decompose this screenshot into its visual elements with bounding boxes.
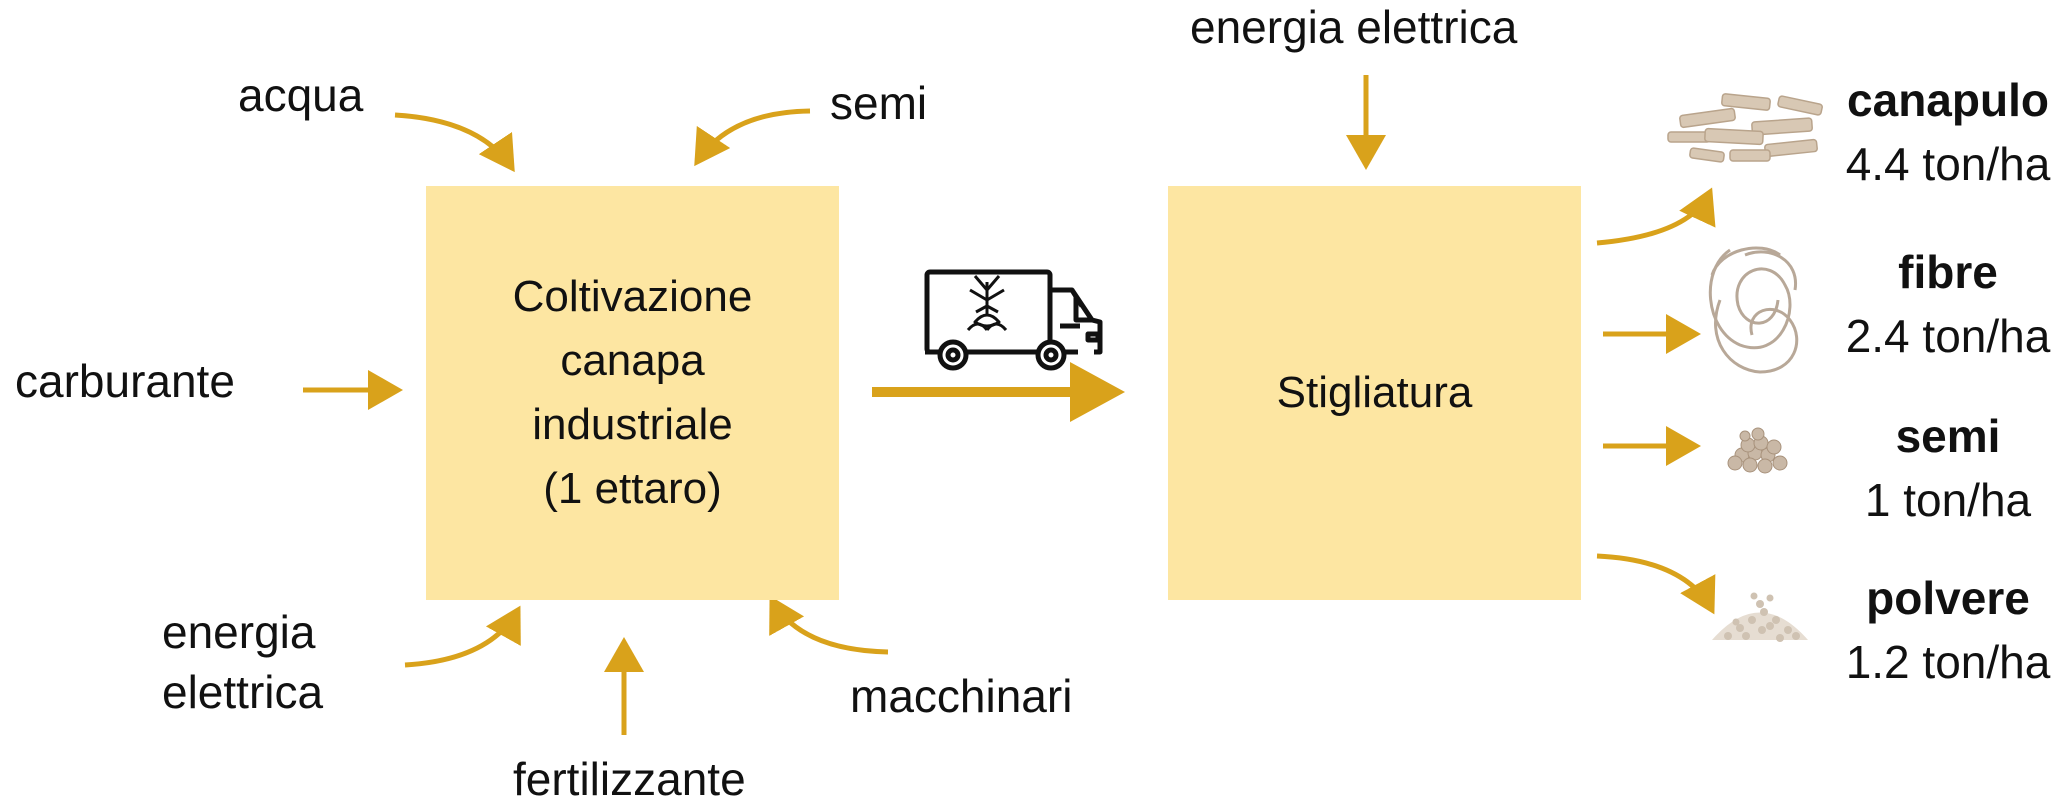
arrow-semi-in [694, 108, 811, 167]
input-semi-label: semi [830, 77, 928, 129]
arrow-energia [404, 605, 521, 668]
polvere-image [1712, 592, 1808, 642]
output-fibre-name: fibre [1898, 246, 1998, 298]
fibre-image [1708, 246, 1799, 374]
input-energia-stigliatura-label: energia elettrica [1190, 1, 1518, 53]
semi-image [1727, 427, 1788, 474]
input-energia-line-1: energia [162, 606, 316, 658]
arrow-out-polvere [1596, 553, 1716, 615]
output-fibre: fibre 2.4 ton/ha [1828, 240, 2067, 369]
input-carburante-label: carburante [15, 355, 235, 407]
process-1-line-1: Coltivazione [512, 272, 753, 322]
output-polvere: polvere 1.2 ton/ha [1828, 566, 2067, 695]
process-stigliatura-box: Stigliatura [1168, 186, 1581, 600]
process-1-line-3: industriale [532, 400, 733, 449]
output-canapulo-name: canapulo [1847, 74, 2049, 126]
input-energia-line-2: elettrica [162, 665, 324, 718]
output-canapulo: canapulo 4.4 ton/ha [1828, 68, 2067, 197]
process-coltivazione-box: Coltivazione canapa industriale (1 ettar… [426, 186, 839, 600]
arrow-acqua [394, 112, 515, 173]
process-2-label: Stigliatura [1276, 368, 1473, 418]
output-semi-amount: 1 ton/ha [1864, 474, 2032, 527]
output-polvere-amount: 1.2 ton/ha [1845, 636, 2051, 689]
output-semi: semi 1 ton/ha [1828, 404, 2067, 533]
input-macchinari-label: macchinari [850, 670, 1073, 722]
process-1-line-4: (1 ettaro) [543, 463, 722, 513]
hemp-leaf-icon [966, 275, 1008, 332]
truck-icon [924, 269, 1103, 371]
output-polvere-name: polvere [1866, 572, 2030, 624]
process-1-line-2: canapa [560, 336, 705, 386]
input-fertilizzante-label: fertilizzante [513, 753, 746, 805]
output-fibre-amount: 2.4 ton/ha [1845, 310, 2051, 363]
output-semi-name: semi [1895, 410, 2001, 462]
input-energia-label: energia elettrica [162, 603, 323, 723]
output-canapulo-amount: 4.4 ton/ha [1845, 138, 2051, 191]
canapulo-image [1667, 93, 1823, 163]
arrow-out-canapulo [1596, 187, 1716, 246]
arrow-macchinari [769, 595, 889, 655]
input-acqua-label: acqua [238, 69, 364, 121]
